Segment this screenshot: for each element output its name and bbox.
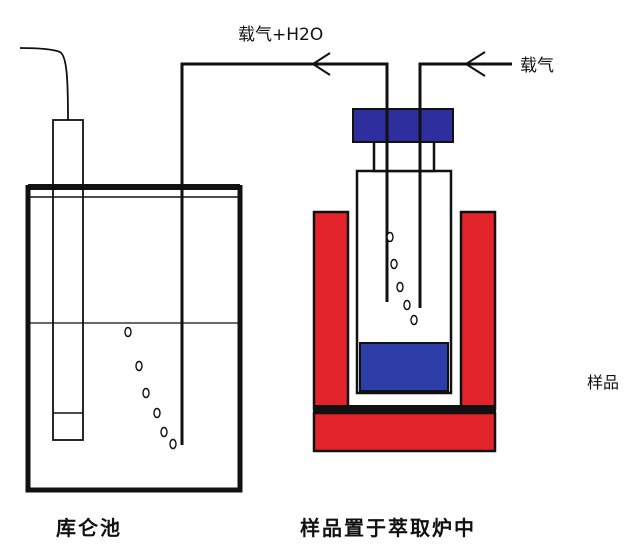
vial-bubble xyxy=(403,299,411,311)
label-carrier-gas-water: 载气+H2O xyxy=(238,25,324,45)
cell-container xyxy=(25,185,243,493)
label-sample-in-oven: 样品置于萃取炉中 xyxy=(300,516,476,540)
label-coulometric-cell: 库仑池 xyxy=(56,516,122,540)
cell-bubble xyxy=(135,360,143,372)
vial-bubbles xyxy=(386,231,418,326)
heater-base xyxy=(312,411,497,453)
vial-bubble xyxy=(396,281,404,293)
vial-neck xyxy=(372,139,436,173)
label-sample: 样品 xyxy=(587,373,620,392)
heater-right xyxy=(459,210,497,411)
label-carrier-gas: 载气 xyxy=(520,56,554,76)
electrode xyxy=(52,119,84,441)
vial-cap xyxy=(352,108,454,143)
sample xyxy=(359,342,449,392)
extraction-oven xyxy=(312,108,497,453)
cell-bubble xyxy=(142,387,150,399)
coulometric-cell xyxy=(19,47,243,493)
cell-bubble xyxy=(153,407,161,419)
vial-bubble xyxy=(390,258,398,270)
vial-bubble xyxy=(410,314,418,326)
cell-bubbles xyxy=(124,326,177,450)
cell-bubble xyxy=(169,438,177,450)
cell-bubble xyxy=(124,326,132,338)
outlet-arrow-icon xyxy=(311,52,331,76)
cell-bubble xyxy=(160,426,168,438)
electrode-cable xyxy=(19,47,69,121)
inlet-arrow-icon xyxy=(464,51,486,77)
heater-left xyxy=(312,210,350,411)
vial-bubble xyxy=(386,231,394,243)
